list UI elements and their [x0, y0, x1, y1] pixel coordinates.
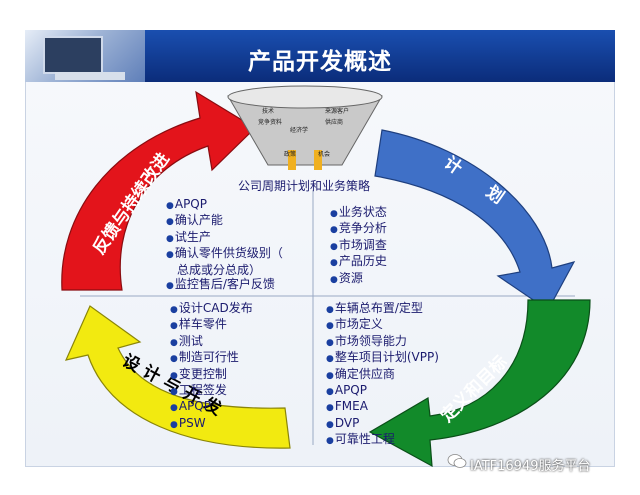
- list-item: ●试生产: [166, 229, 211, 244]
- list-item: ●APQP: [170, 399, 211, 414]
- watermark-text: IATF16949服务平台: [470, 459, 591, 474]
- blue-arrow-plan: [374, 129, 576, 311]
- keyboard-icon: [55, 72, 125, 80]
- list-item: ●设计CAD发布: [170, 301, 253, 315]
- funnel-spout-left: [288, 150, 296, 170]
- page-title: 产品开发概述: [248, 49, 392, 75]
- list-item: ●确定供应商: [326, 366, 395, 381]
- bottom-right-list: ●车辆总布置/定型 ●市场定义 ●市场领导能力 ●整车项目计划(VPP) ●确定…: [326, 301, 439, 449]
- center-label: 公司周期计划和业务策略: [238, 179, 371, 193]
- list-item: ●资源: [330, 270, 363, 285]
- list-item: ●监控售后/客户反馈: [166, 277, 275, 292]
- list-item: ●FMEA: [326, 399, 368, 414]
- list-item: ●工程签发: [170, 383, 227, 398]
- list-item: ●车辆总布置/定型: [326, 301, 423, 315]
- funnel-word: 技术: [262, 108, 275, 115]
- list-item: ●市场调查: [330, 237, 387, 252]
- funnel-spout-right: [314, 150, 322, 170]
- top-left-list: ●APQP ●确认产能 ●试生产 ●确认零件供货级别（ 总成或分总成） ●监控售…: [166, 197, 283, 293]
- list-item: ●确认零件供货级别（: [166, 246, 283, 261]
- list-item: ●APQP: [166, 197, 207, 211]
- funnel-rim: [227, 85, 383, 109]
- list-item: ●制造可行性: [170, 350, 239, 365]
- list-item: ●确认产能: [166, 213, 223, 228]
- list-item: ●变更控制: [170, 366, 227, 381]
- list-item: ●业务状态: [330, 205, 387, 219]
- funnel-word: 竞争资料: [258, 119, 283, 126]
- header-computer-photo: [25, 30, 145, 82]
- list-item: ●产品历史: [330, 254, 387, 269]
- list-item: ●可靠性工程: [326, 432, 395, 447]
- list-item: ●DVP: [326, 415, 360, 430]
- funnel-word: 来源客户: [325, 108, 350, 115]
- funnel-word: 政策: [284, 151, 297, 158]
- list-item: ●测试: [170, 333, 203, 348]
- list-item: ●市场领导能力: [326, 333, 407, 348]
- list-item: ●整车项目计划(VPP): [326, 350, 439, 365]
- funnel-word: 机会: [318, 151, 331, 158]
- list-item: 总成或分总成）: [177, 262, 262, 277]
- list-item: ●竞争分析: [330, 221, 387, 236]
- list-item: ●PSW: [170, 415, 206, 430]
- red-arrow-feedback: [61, 90, 256, 291]
- bottom-left-list: ●设计CAD发布 ●样车零件 ●测试 ●制造可行性 ●变更控制 ●工程签发 ●A…: [170, 301, 253, 432]
- list-item: ●APQP: [326, 383, 367, 398]
- funnel-word: 供应商: [325, 119, 344, 126]
- monitor-icon: [43, 36, 103, 74]
- top-right-list: ●业务状态 ●竞争分析 ●市场调查 ●产品历史 ●资源: [330, 205, 387, 287]
- list-item: ●样车零件: [170, 317, 227, 332]
- green-arrow-definition: [368, 299, 591, 468]
- funnel-word: 经济学: [290, 127, 309, 134]
- yellow-arrow-design: [64, 305, 291, 449]
- wechat-icon: [447, 454, 467, 468]
- list-item: ●市场定义: [326, 317, 383, 332]
